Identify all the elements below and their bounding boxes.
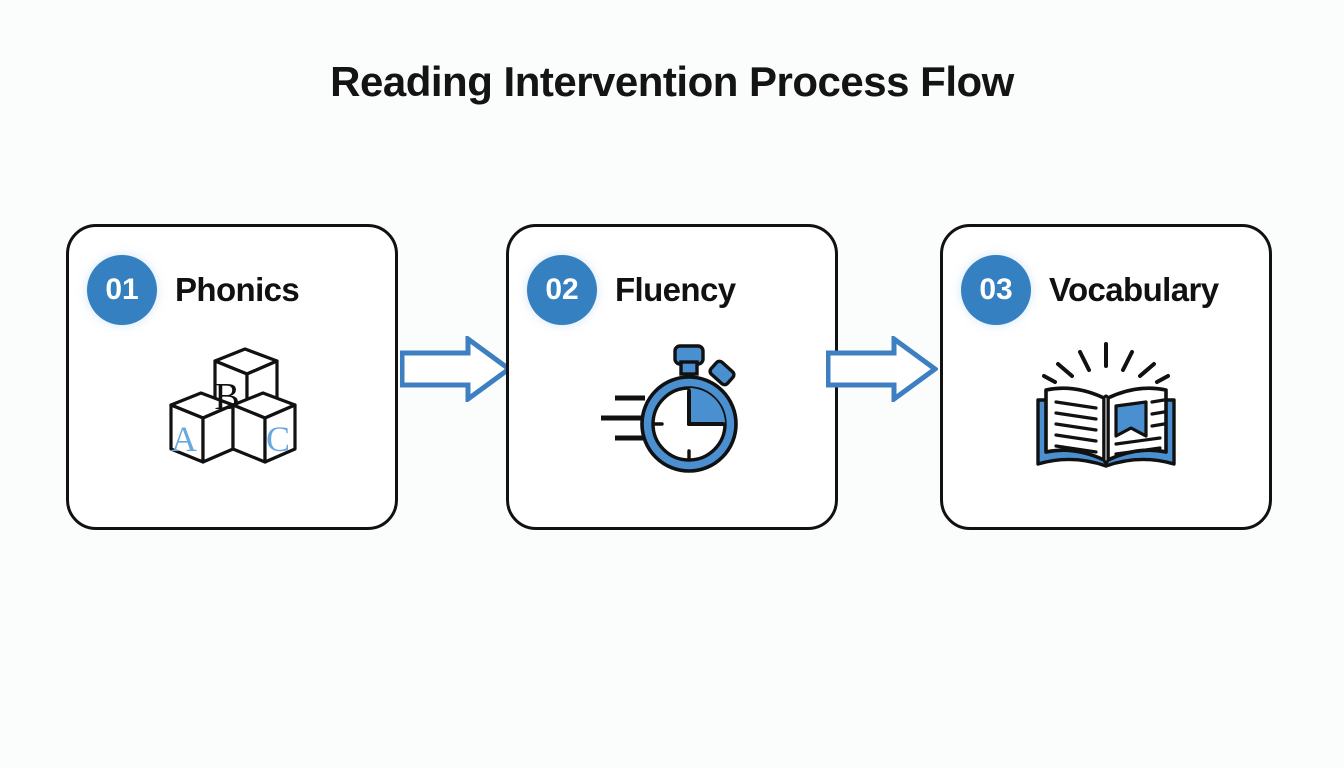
open-book-icon	[1036, 342, 1176, 468]
process-step-card-3[interactable]: 03 Vocabulary	[940, 224, 1272, 530]
card-header: 03 Vocabulary	[961, 255, 1219, 325]
card-header: 01 Phonics	[87, 255, 300, 325]
step-label: Vocabulary	[1049, 271, 1219, 308]
page-title: Reading Intervention Process Flow	[330, 58, 1014, 105]
step-number-badge: 02	[527, 255, 597, 325]
step-icon-wrap	[509, 335, 835, 485]
stopwatch-icon	[601, 344, 738, 473]
step-label: Phonics	[175, 271, 300, 308]
process-step-card-1[interactable]: 01 Phonics B	[66, 224, 398, 530]
block-letter-b: B	[214, 376, 239, 418]
arrow-right-icon-1	[400, 336, 512, 402]
card-header: 02 Fluency	[527, 255, 736, 325]
step-label: Fluency	[615, 271, 736, 308]
step-icon-wrap: B A C	[69, 335, 395, 485]
step-icon-wrap	[943, 335, 1269, 485]
step-number-badge: 01	[87, 255, 157, 325]
arrow-right-icon-2	[826, 336, 938, 402]
alphabet-blocks-icon: B A C	[169, 347, 297, 464]
block-letter-c: C	[266, 419, 290, 459]
block-letter-a: A	[171, 419, 197, 459]
step-number-badge: 03	[961, 255, 1031, 325]
process-step-card-2[interactable]: 02 Fluency	[506, 224, 838, 530]
